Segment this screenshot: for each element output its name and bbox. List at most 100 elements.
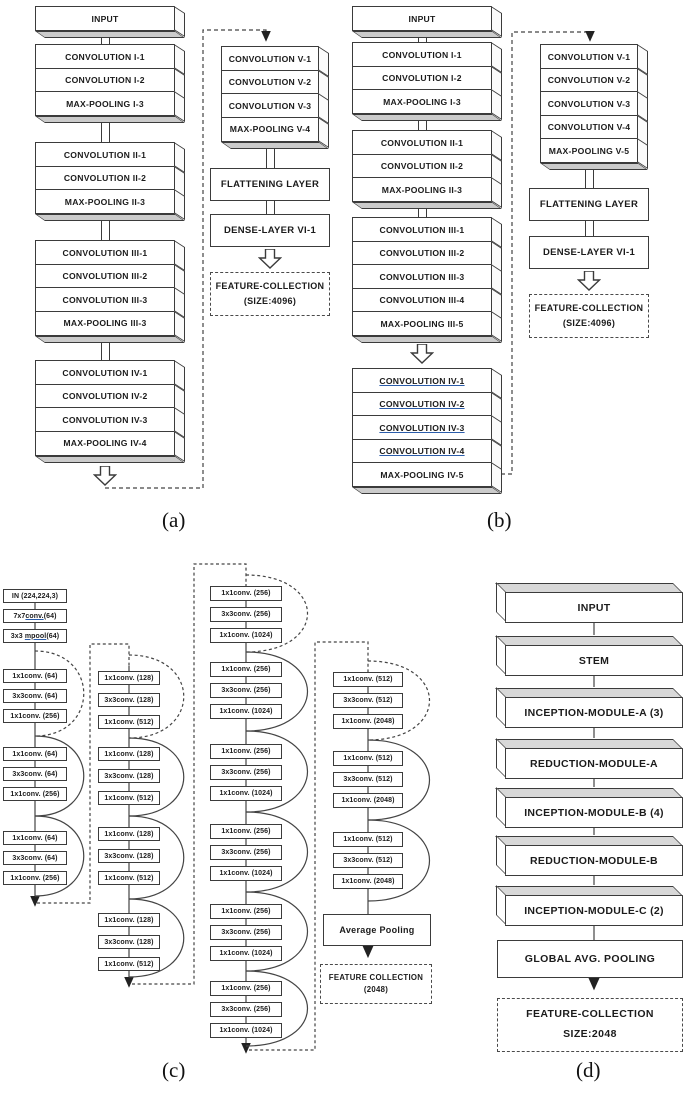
- box-3x3conv-128: 3x3conv. (128): [98, 935, 160, 949]
- group-bottom-face: [352, 202, 502, 210]
- layer-label: CONVOLUTION V-3: [547, 98, 631, 109]
- box-1x1conv-256: 1x1conv. (256): [3, 787, 67, 801]
- box-dense-layer-vi-1: DENSE-LAYER VI-1: [529, 236, 649, 269]
- box-input: INPUT: [352, 6, 492, 31]
- box-convolution-iii-2: CONVOLUTION III-2: [35, 263, 175, 289]
- caption-c: (c): [162, 1058, 186, 1082]
- box-1x1conv-128: 1x1conv. (128): [98, 913, 160, 927]
- layer-label: MAX-POOLING V-4: [229, 124, 311, 135]
- layer-label: MAX-POOLING II-3: [64, 196, 146, 207]
- layer-label: CONVOLUTION V-4: [547, 122, 631, 133]
- layer-label: CONVOLUTION V-2: [547, 75, 631, 86]
- layer-label: 1x1conv. (1024): [219, 632, 273, 639]
- layer-label: CONVOLUTION III-2: [379, 248, 465, 259]
- box-1x1conv-2048: 1x1conv. (2048): [333, 714, 403, 729]
- box-convolution-iii-1: CONVOLUTION III-1: [35, 240, 175, 265]
- group-bottom-face: [35, 116, 185, 124]
- layer-label: CONVOLUTION III-2: [62, 271, 148, 282]
- layer-label: 1x1conv. (256): [221, 590, 271, 597]
- box-reduction-module-b: REDUCTION-MODULE-B: [505, 845, 683, 876]
- layer-label: CONVOLUTION IV-2: [379, 399, 464, 409]
- layer-label: MAX-POOLING III-5: [380, 318, 464, 329]
- layer-label: 3x3conv. (128): [104, 772, 154, 780]
- residual-arc: [367, 819, 431, 902]
- layer-label: STEM: [578, 654, 610, 667]
- box-convolution-v-2: CONVOLUTION V-2: [540, 67, 638, 93]
- box-convolution-iv-2: CONVOLUTION IV-2: [35, 383, 175, 409]
- residual-arc: [34, 650, 85, 737]
- layer-label: 3x3conv. (256): [221, 769, 271, 776]
- layer-label: CONVOLUTION V-3: [228, 100, 312, 111]
- feature-collection-line: (SIZE:4096): [562, 318, 616, 328]
- box-1x1conv-64: 1x1conv. (64): [3, 669, 67, 683]
- layer-label: MAX-POOLING V-5: [548, 145, 630, 156]
- double-line-connector: [100, 336, 110, 361]
- layer-label: 3x3conv. (256): [221, 1006, 271, 1013]
- caption-a: (a): [162, 508, 186, 532]
- layer-label: CONVOLUTION III-4: [379, 295, 465, 306]
- layer-label: 7x7conv.(64): [13, 612, 57, 620]
- box-1x1conv-256: 1x1conv. (256): [3, 709, 67, 723]
- layer-label: CONVOLUTION I-2: [382, 73, 462, 84]
- box-1x1conv-512: 1x1conv. (512): [98, 715, 160, 729]
- layer-label: CONVOLUTION II-1: [63, 149, 147, 160]
- layer-label: CONVOLUTION IV-1: [379, 376, 464, 386]
- box-1x1conv-128: 1x1conv. (128): [98, 671, 160, 685]
- double-line-connector: [584, 163, 594, 189]
- feature-collection-line: FEATURE-COLLECTION: [534, 302, 644, 313]
- box-convolution-iv-4: CONVOLUTION IV-4: [352, 438, 492, 464]
- layer-label: CONVOLUTION II-1: [380, 137, 464, 148]
- box-convolution-v-3: CONVOLUTION V-3: [221, 93, 319, 119]
- layer-label: 3x3conv. (256): [221, 929, 271, 936]
- box-1x1conv-1024: 1x1conv. (1024): [210, 628, 282, 643]
- layer-label: INPUT: [408, 13, 436, 24]
- group-bottom-face: [540, 163, 648, 171]
- box-3x3conv-256: 3x3conv. (256): [210, 683, 282, 698]
- box-convolution-v-2: CONVOLUTION V-2: [221, 69, 319, 95]
- layer-label: 1x1conv. (256): [10, 712, 60, 720]
- feature-collection-line: (SIZE:4096): [243, 296, 297, 306]
- residual-arc: [128, 815, 185, 900]
- hollow-arrow-icon: [576, 270, 602, 291]
- box-max-pooling-v-4: MAX-POOLING V-4: [221, 116, 319, 142]
- box-max-pooling-ii-3: MAX-POOLING II-3: [35, 189, 175, 215]
- box-max-pooling-iii-3: MAX-POOLING III-3: [35, 310, 175, 336]
- layer-label: 1x1conv. (256): [221, 828, 271, 835]
- layer-label: CONVOLUTION II-2: [63, 173, 147, 184]
- box-1x1conv-1024: 1x1conv. (1024): [210, 786, 282, 801]
- layer-label: CONVOLUTION III-3: [379, 271, 465, 282]
- box-3x3conv-256: 3x3conv. (256): [210, 845, 282, 860]
- box-convolution-ii-2: CONVOLUTION II-2: [35, 165, 175, 191]
- dashed-connector: [105, 29, 271, 489]
- box-3x3conv-128: 3x3conv. (128): [98, 849, 160, 863]
- box-1x1conv-256: 1x1conv. (256): [3, 871, 67, 885]
- layer-label: 3x3conv. (512): [343, 697, 393, 704]
- layer-label: 1x1conv. (2048): [341, 718, 395, 725]
- layer-label: CONVOLUTION IV-3: [379, 423, 464, 433]
- box-3x3-mpool-64: 3x3 mpool(64): [3, 629, 67, 643]
- residual-arc: [367, 660, 431, 741]
- layer-label: REDUCTION-MODULE-B: [530, 854, 658, 867]
- layer-label: FLATTENING LAYER: [220, 179, 320, 190]
- layer-label: 3x3conv. (512): [343, 776, 393, 783]
- layer-label: 3x3conv. (256): [221, 849, 271, 856]
- box-1x1conv-64: 1x1conv. (64): [3, 747, 67, 761]
- box-3x3conv-512: 3x3conv. (512): [333, 853, 403, 868]
- double-line-connector: [417, 114, 427, 131]
- box-1x1conv-1024: 1x1conv. (1024): [210, 866, 282, 881]
- group-bottom-face: [35, 214, 185, 222]
- box-1x1conv-256: 1x1conv. (256): [210, 904, 282, 919]
- layer-label: MAX-POOLING I-3: [66, 98, 144, 109]
- box-1x1conv-1024: 1x1conv. (1024): [210, 704, 282, 719]
- feature-collection-line: FEATURE COLLECTION: [328, 972, 424, 982]
- layer-label: 1x1conv. (2048): [341, 878, 395, 885]
- layer-label: 1x1conv. (128): [104, 916, 154, 924]
- box-convolution-i-2: CONVOLUTION I-2: [352, 65, 492, 91]
- residual-arc: [34, 735, 85, 817]
- underlined-label: CONVOLUTION IV-4: [379, 446, 465, 457]
- layer-label: 1x1conv. (512): [343, 676, 393, 683]
- double-line-connector: [417, 202, 427, 218]
- box-inception-module-b-4: INCEPTION-MODULE-B (4): [505, 797, 683, 828]
- underlined-label: CONVOLUTION IV-1: [379, 375, 465, 386]
